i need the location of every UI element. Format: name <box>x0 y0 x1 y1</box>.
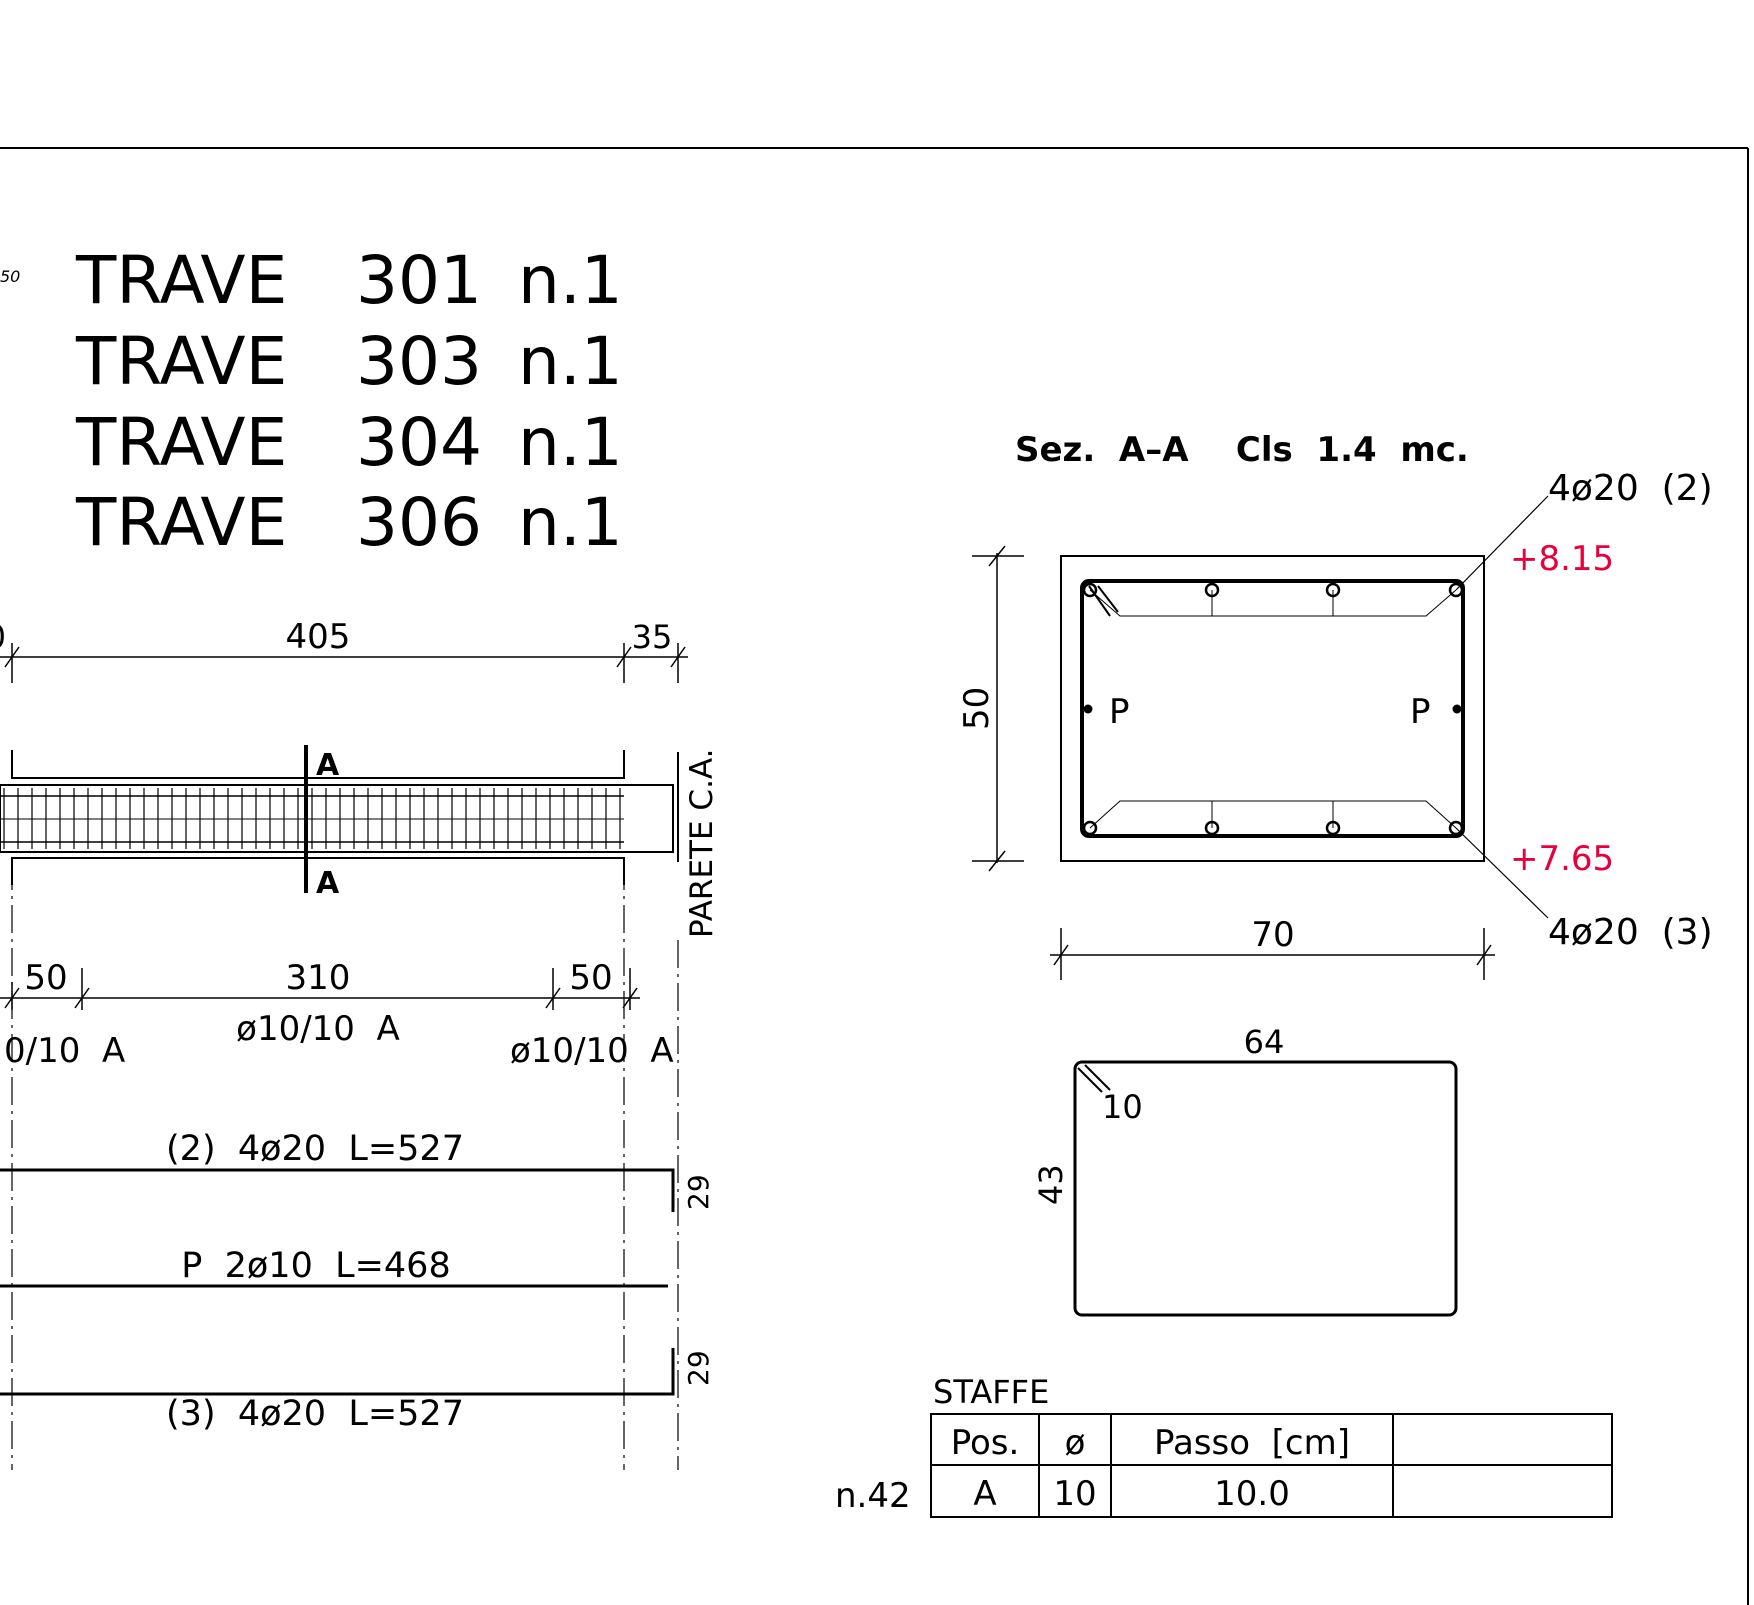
zone-spacing-right: ø10/10 A <box>510 1031 674 1071</box>
stirrup-table: STAFFE n.42 Pos. ø Passo [cm] A 10 10.0 <box>835 1373 1613 1518</box>
title-qty-4: n.1 <box>518 484 623 561</box>
title-label-4: TRAVE <box>75 484 287 561</box>
beam-body <box>0 784 674 853</box>
hook-bottom-length: 29 <box>682 1350 715 1386</box>
rebar-top-2 <box>1204 582 1220 598</box>
zone-dim-left: 50 <box>24 958 67 998</box>
dim-cropped-left: 0 <box>0 618 6 656</box>
section-mark-top: A <box>316 748 340 783</box>
rebar-top-4 <box>1448 582 1464 598</box>
table-header-passo: Passo [cm] <box>1154 1423 1350 1463</box>
stirrup-shape-detail: 64 10 43 <box>1032 1023 1458 1317</box>
side-bar-right <box>1452 704 1462 714</box>
side-bar-left <box>1083 704 1093 714</box>
rebar-top-3 <box>1325 582 1341 598</box>
section-stirrup <box>1080 579 1465 838</box>
leader-top <box>1455 495 1549 591</box>
dim-support: 35 <box>632 618 673 656</box>
zone-dim-center: 310 <box>286 958 351 998</box>
title-qty-2: n.1 <box>518 323 623 400</box>
title-qty-1: n.1 <box>518 242 623 319</box>
bar-label-side: P 2ø10 L=468 <box>181 1246 450 1286</box>
stirrup-shape <box>1073 1060 1458 1317</box>
stirrup-height-dim: 43 <box>1032 1164 1070 1205</box>
stirrup-lines <box>3 788 621 849</box>
stirrup-table-title: STAFFE <box>933 1373 1049 1411</box>
level-top: +8.15 <box>1510 539 1614 579</box>
level-bottom: +7.65 <box>1510 839 1614 879</box>
title-label-3: TRAVE <box>75 404 287 481</box>
title-number-4: 306 <box>356 484 482 561</box>
section-mark-bottom: A <box>316 866 340 901</box>
zone-spacing-left: 0/10 A <box>4 1031 125 1071</box>
rebar-bottom-1 <box>1082 820 1098 836</box>
top-dimension: 0 405 35 <box>0 617 688 683</box>
table-cell-passo: 10.0 <box>1214 1474 1290 1514</box>
wall-label: PARETE C.A. <box>684 749 720 938</box>
section-title: Sez. A–A Cls 1.4 mc. <box>1015 430 1469 470</box>
zone-spacing-center: ø10/10 A <box>236 1009 400 1049</box>
title-label-2: TRAVE <box>75 323 287 400</box>
title-number-2: 303 <box>356 323 482 400</box>
hook-top-length: 29 <box>682 1174 715 1210</box>
beam-elevation: 0 405 35 A A PARETE C.A. <box>0 617 720 1470</box>
stirrup-zone-dimensions: 50 310 50 0/10 A ø10/10 A ø10/10 A <box>0 958 674 1071</box>
construction-lines <box>11 862 679 1470</box>
bar-bottom <box>0 1348 675 1396</box>
table-cell-pos: A <box>973 1474 996 1514</box>
rebar-bottom-3 <box>1325 820 1341 836</box>
bar-schedule-elevation: (2) 4ø20 L=527 29 P 2ø10 L=468 29 (3) 4ø… <box>0 1129 715 1434</box>
zone-dim-right: 50 <box>569 958 612 998</box>
top-bars-label: 4ø20 (2) <box>1548 468 1713 509</box>
title-qty-3: n.1 <box>518 404 623 481</box>
title-block: TRAVE 301 n.1 TRAVE 303 n.1 TRAVE 304 n.… <box>75 242 623 561</box>
sheet-border <box>0 147 1749 1605</box>
bar-top <box>0 1168 675 1212</box>
bottom-bars-label: 4ø20 (3) <box>1548 912 1713 953</box>
table-header-diameter: ø <box>1065 1423 1086 1463</box>
rebar-bottom-4 <box>1448 820 1464 836</box>
section-rebars <box>1082 582 1464 836</box>
rebar-bottom-2 <box>1204 820 1220 836</box>
concrete-outline <box>1060 555 1485 862</box>
side-bar-label-left: P <box>1109 692 1130 732</box>
stirrup-hook-dim: 10 <box>1102 1088 1143 1126</box>
cross-section: Sez. A–A Cls 1.4 mc. 50 <box>957 430 1713 980</box>
title-number-1: 301 <box>356 242 482 319</box>
section-height-dim: 50 <box>957 687 997 730</box>
side-bar-label-right: P <box>1410 692 1431 732</box>
bar-label-top: (2) 4ø20 L=527 <box>166 1129 464 1169</box>
title-label-1: TRAVE <box>75 242 287 319</box>
section-width-dim: 70 <box>1251 915 1294 955</box>
table-cell-diameter: 10 <box>1053 1474 1096 1514</box>
table-header-pos: Pos. <box>951 1423 1020 1463</box>
stirrup-count: n.42 <box>835 1476 911 1516</box>
bar-label-bottom: (3) 4ø20 L=527 <box>166 1394 464 1434</box>
stirrup-width-dim: 64 <box>1244 1023 1285 1061</box>
leader-bottom <box>1455 827 1549 919</box>
cropped-left-note: 50 <box>0 267 20 286</box>
title-number-3: 304 <box>356 404 482 481</box>
rebar-top-1 <box>1082 582 1098 598</box>
dim-span-total: 405 <box>286 617 351 657</box>
